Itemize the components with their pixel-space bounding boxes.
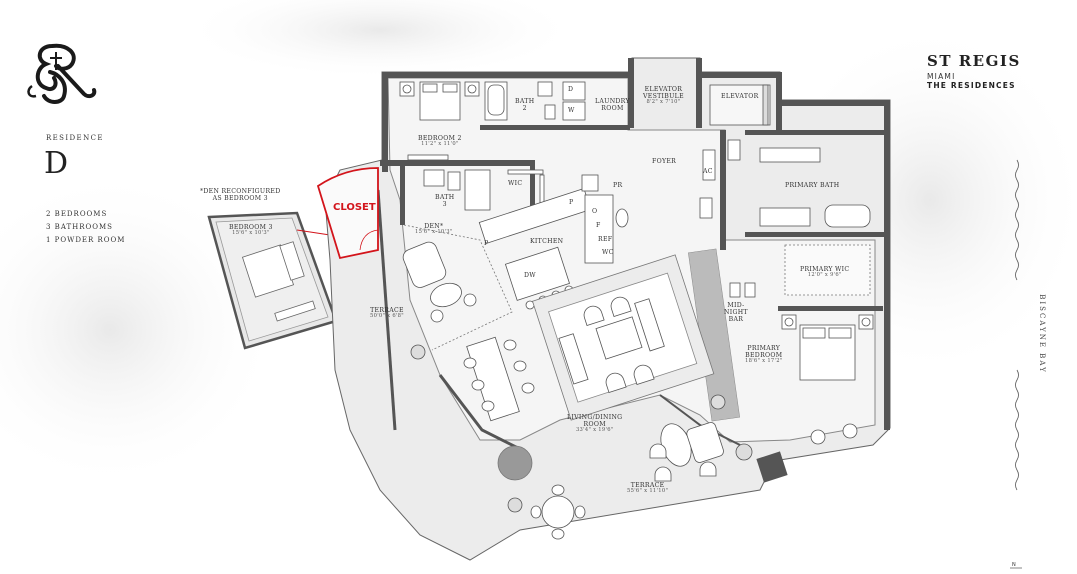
room-laundry: LAUNDRY ROOM xyxy=(595,98,630,112)
room-primary-bath: PRIMARY BATH xyxy=(785,182,840,189)
room-name: DEN* xyxy=(424,223,444,230)
room-midnight-bar: MID- NIGHT BAR xyxy=(724,302,748,323)
palm-shadow-top xyxy=(180,0,580,80)
room-foyer: FOYER xyxy=(652,158,677,165)
room-bedroom3-alt: BEDROOM 3 15'6" x 10'3" xyxy=(229,224,273,237)
spec-bathrooms: 3 BATHROOMS xyxy=(46,223,113,231)
room-bath3: BATH 3 xyxy=(435,194,454,208)
room-number: 3 xyxy=(442,201,447,209)
room-bath2: BATH 2 xyxy=(515,98,534,112)
room-primary-wic: PRIMARY WIC 12'0" x 9'6" xyxy=(800,266,849,279)
room-name-2: BEDROOM xyxy=(745,352,783,360)
kitchen-wine-cooler: WC xyxy=(602,249,614,256)
room-name: TERRACE xyxy=(370,307,404,314)
residence-label: RESIDENCE xyxy=(46,134,104,142)
room-elevator-vestibule: ELEVATOR VESTIBULE 8'2" x 7'10" xyxy=(643,86,684,106)
biscayne-bay-label: BISCAYNE BAY xyxy=(1038,294,1046,374)
den-boundary xyxy=(403,224,513,351)
brand-name: ST REGIS xyxy=(927,52,1021,70)
brand-subtitle: THE RESIDENCES xyxy=(927,81,1016,90)
room-name: LAUNDRY xyxy=(595,98,630,105)
closet-highlight xyxy=(316,167,379,260)
room-dimensions: 18'6" x 17'2" xyxy=(745,358,783,365)
room-living-dining: LIVING/DINING ROOM 33'4" x 19'6" xyxy=(567,414,622,434)
kitchen-pantry-1: P xyxy=(484,240,489,247)
brand-block: ST REGIS MIAMI THE RESIDENCES xyxy=(927,52,1021,90)
room-ac: AC xyxy=(703,168,713,175)
room-dimensions: 12'0" x 9'6" xyxy=(807,272,842,279)
room-dimensions: 8'2" x 7'10" xyxy=(646,99,681,106)
room-kitchen: KITCHEN xyxy=(530,238,564,245)
room-name: ELEVATOR xyxy=(644,86,683,93)
bedroom3-inset xyxy=(207,211,338,350)
room-name: MID- xyxy=(727,302,745,309)
kitchen-pantry-2: P xyxy=(569,199,574,206)
kitchen-oven: O xyxy=(592,208,598,215)
room-name: BATH xyxy=(435,194,455,201)
room-name-3: BAR xyxy=(728,316,744,324)
room-name-2: ROOM xyxy=(601,105,624,113)
room-elevator: ELEVATOR xyxy=(721,93,759,100)
residence-specs: 2 BEDROOMS 3 BATHROOMS 1 POWDER ROOM xyxy=(46,208,125,247)
room-name-2: ROOM xyxy=(583,421,606,429)
laundry-w: W xyxy=(568,107,575,114)
spec-bedrooms: 2 BEDROOMS xyxy=(46,210,108,218)
kitchen-dw: DW xyxy=(524,272,536,279)
room-bedroom2: BEDROOM 2 11'2" x 11'0" xyxy=(418,135,462,148)
room-dimensions: 50'0" x 6'8" xyxy=(370,313,404,320)
spec-powder-room: 1 POWDER ROOM xyxy=(46,236,126,244)
room-dimensions: 33'4" x 19'6" xyxy=(575,427,614,434)
room-dimensions: 15'6" x 10'3" xyxy=(415,229,453,236)
reconfig-note-line2: AS BEDROOM 3 xyxy=(212,195,268,203)
closet-label: CLOSET xyxy=(333,202,376,213)
room-dimensions: 55'6" x 11'10" xyxy=(627,488,669,495)
bay-wave-bottom xyxy=(1015,369,1019,491)
reconfig-note: *DEN RECONFIGURED AS BEDROOM 3 xyxy=(200,188,280,202)
st-regis-monogram xyxy=(27,43,97,104)
room-primary-bedroom: PRIMARY BEDROOM 18'6" x 17'2" xyxy=(745,345,783,365)
brand-city: MIAMI xyxy=(927,72,956,81)
laundry-d: D xyxy=(568,86,574,93)
room-name: BEDROOM 2 xyxy=(418,135,462,142)
room-name: TERRACE xyxy=(630,482,665,489)
room-terrace-south: TERRACE 55'6" x 11'10" xyxy=(627,482,668,495)
room-dimensions: 15'6" x 10'3" xyxy=(232,230,270,237)
north-label: N xyxy=(1012,562,1016,568)
room-name: PRIMARY WIC xyxy=(800,266,850,273)
furniture xyxy=(399,81,874,540)
room-name: LIVING/DINING xyxy=(567,414,623,421)
room-wic: WIC xyxy=(508,180,523,187)
room-dimensions: 11'2" x 11'0" xyxy=(421,141,459,148)
room-name: BATH xyxy=(515,98,535,105)
room-number: 2 xyxy=(522,105,527,113)
room-name-2: VESTIBULE xyxy=(643,93,684,101)
reconfig-note-line1: *DEN RECONFIGURED xyxy=(200,188,281,195)
residence-letter: D xyxy=(44,146,69,181)
kitchen-refrigerator: REF xyxy=(598,236,613,243)
kitchen-freezer: F xyxy=(596,222,601,229)
room-name-2: NIGHT xyxy=(724,309,748,317)
room-name: PRIMARY xyxy=(747,345,781,352)
room-name: BEDROOM 3 xyxy=(229,224,273,231)
room-pr: PR xyxy=(613,182,623,189)
bay-wave-top xyxy=(1015,159,1019,281)
room-den: DEN* 15'6" x 10'3" xyxy=(415,223,453,236)
room-terrace-west: TERRACE 50'0" x 6'8" xyxy=(370,307,404,320)
closet-door-swing xyxy=(359,229,379,251)
palm-shadow-left xyxy=(0,170,280,490)
